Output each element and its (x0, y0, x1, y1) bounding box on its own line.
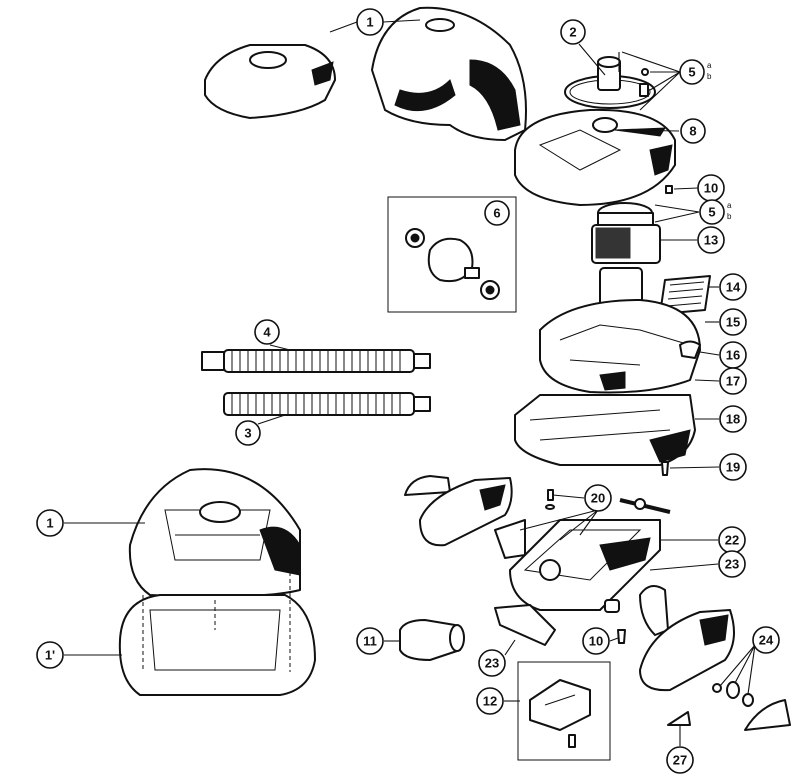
impeller-part (405, 228, 500, 300)
callout-1-top: 1 (356, 8, 384, 36)
axle-part (619, 498, 671, 514)
hose-4-part (201, 349, 431, 373)
callout-27: 27 (666, 746, 694, 774)
svg-text:17: 17 (726, 374, 740, 389)
svg-text:1: 1 (366, 15, 373, 30)
svg-text:11: 11 (363, 634, 377, 649)
svg-text:15: 15 (726, 315, 740, 330)
svg-text:1': 1' (45, 648, 55, 663)
svg-text:1: 1 (46, 516, 53, 531)
svg-text:12: 12 (483, 694, 497, 709)
svg-text:10: 10 (589, 634, 603, 649)
svg-text:24: 24 (759, 633, 774, 648)
callout-14: 14 (719, 273, 747, 301)
callout-13: 13 (697, 226, 725, 254)
svg-text:19: 19 (726, 460, 740, 475)
gearbox-cover-part (514, 108, 676, 206)
hood-base-part (118, 565, 316, 696)
inset-box-6 (387, 196, 517, 313)
svg-text:6: 6 (493, 206, 500, 221)
chassis-part (509, 519, 661, 613)
latch-12-part (529, 679, 591, 748)
callout-23-right: 23 (718, 550, 746, 578)
svg-text:13: 13 (704, 233, 718, 248)
right-wheel-part (639, 609, 735, 692)
gear-part (564, 56, 656, 109)
svg-text:5: 5 (708, 205, 715, 220)
callout-17: 17 (719, 367, 747, 395)
base-plate-part (514, 394, 696, 466)
callout-1-left: 1 (36, 509, 64, 537)
callout-5-mid-b: b (727, 212, 732, 221)
svg-text:10: 10 (704, 181, 718, 196)
callout-18: 18 (719, 405, 747, 433)
front-skirt-part (494, 604, 556, 646)
callout-15: 15 (719, 308, 747, 336)
callout-23-bottom: 23 (478, 649, 506, 677)
callout-20: 20 (584, 484, 612, 512)
callout-1-prime: 1' (36, 641, 64, 669)
body-shell-part (539, 299, 701, 394)
svg-text:4: 4 (263, 325, 271, 340)
svg-text:16: 16 (726, 348, 740, 363)
callout-19: 19 (719, 453, 747, 481)
callout-5-mid: 5 (699, 199, 725, 225)
svg-text:2: 2 (569, 25, 576, 40)
bracket-part (494, 519, 669, 636)
scraper-27-part (667, 711, 691, 726)
svg-text:8: 8 (689, 124, 696, 139)
top-cap-part (204, 44, 336, 119)
inset-box-12 (517, 661, 611, 761)
assembled-hood-part (128, 468, 301, 598)
callout-24: 24 (752, 626, 780, 654)
screw-10-part (665, 185, 673, 194)
svg-text:23: 23 (725, 557, 739, 572)
callout-4: 4 (254, 319, 280, 345)
callout-8: 8 (680, 118, 706, 144)
svg-text:23: 23 (485, 656, 499, 671)
top-hood-part (371, 6, 527, 141)
callout-11: 11 (356, 627, 384, 655)
svg-text:20: 20 (591, 491, 605, 506)
screw-19-part (661, 461, 669, 476)
svg-text:27: 27 (673, 753, 687, 768)
callout-10-top: 10 (697, 174, 725, 202)
svg-text:5: 5 (688, 65, 695, 80)
callout-2: 2 (560, 19, 586, 45)
wheel-hardware-24 (712, 681, 791, 731)
callout-3: 3 (235, 420, 261, 446)
screws-20-part (545, 489, 555, 510)
filter-screen-part (659, 275, 711, 315)
svg-text:3: 3 (244, 426, 251, 441)
callout-10-bottom: 10 (582, 627, 610, 655)
hose-3-part (223, 392, 431, 416)
callout-12: 12 (476, 687, 504, 715)
callout-6: 6 (484, 200, 510, 226)
leader-lines (64, 19, 756, 746)
left-wheel-part (404, 475, 513, 547)
motor-part (591, 202, 661, 264)
svg-text:22: 22 (725, 533, 739, 548)
screw-parts (618, 52, 649, 97)
svg-text:18: 18 (726, 412, 740, 427)
screw-10b-part (617, 629, 626, 644)
callout-16: 16 (719, 341, 747, 369)
callout-5-top: 5 (679, 59, 705, 85)
callout-22: 22 (718, 526, 746, 554)
callout-5-top-b: b (707, 72, 712, 81)
svg-text:14: 14 (726, 280, 741, 295)
callout-5-mid-a: a (727, 201, 732, 210)
swivel-11-part (399, 619, 465, 661)
callout-5-top-a: a (707, 61, 712, 70)
